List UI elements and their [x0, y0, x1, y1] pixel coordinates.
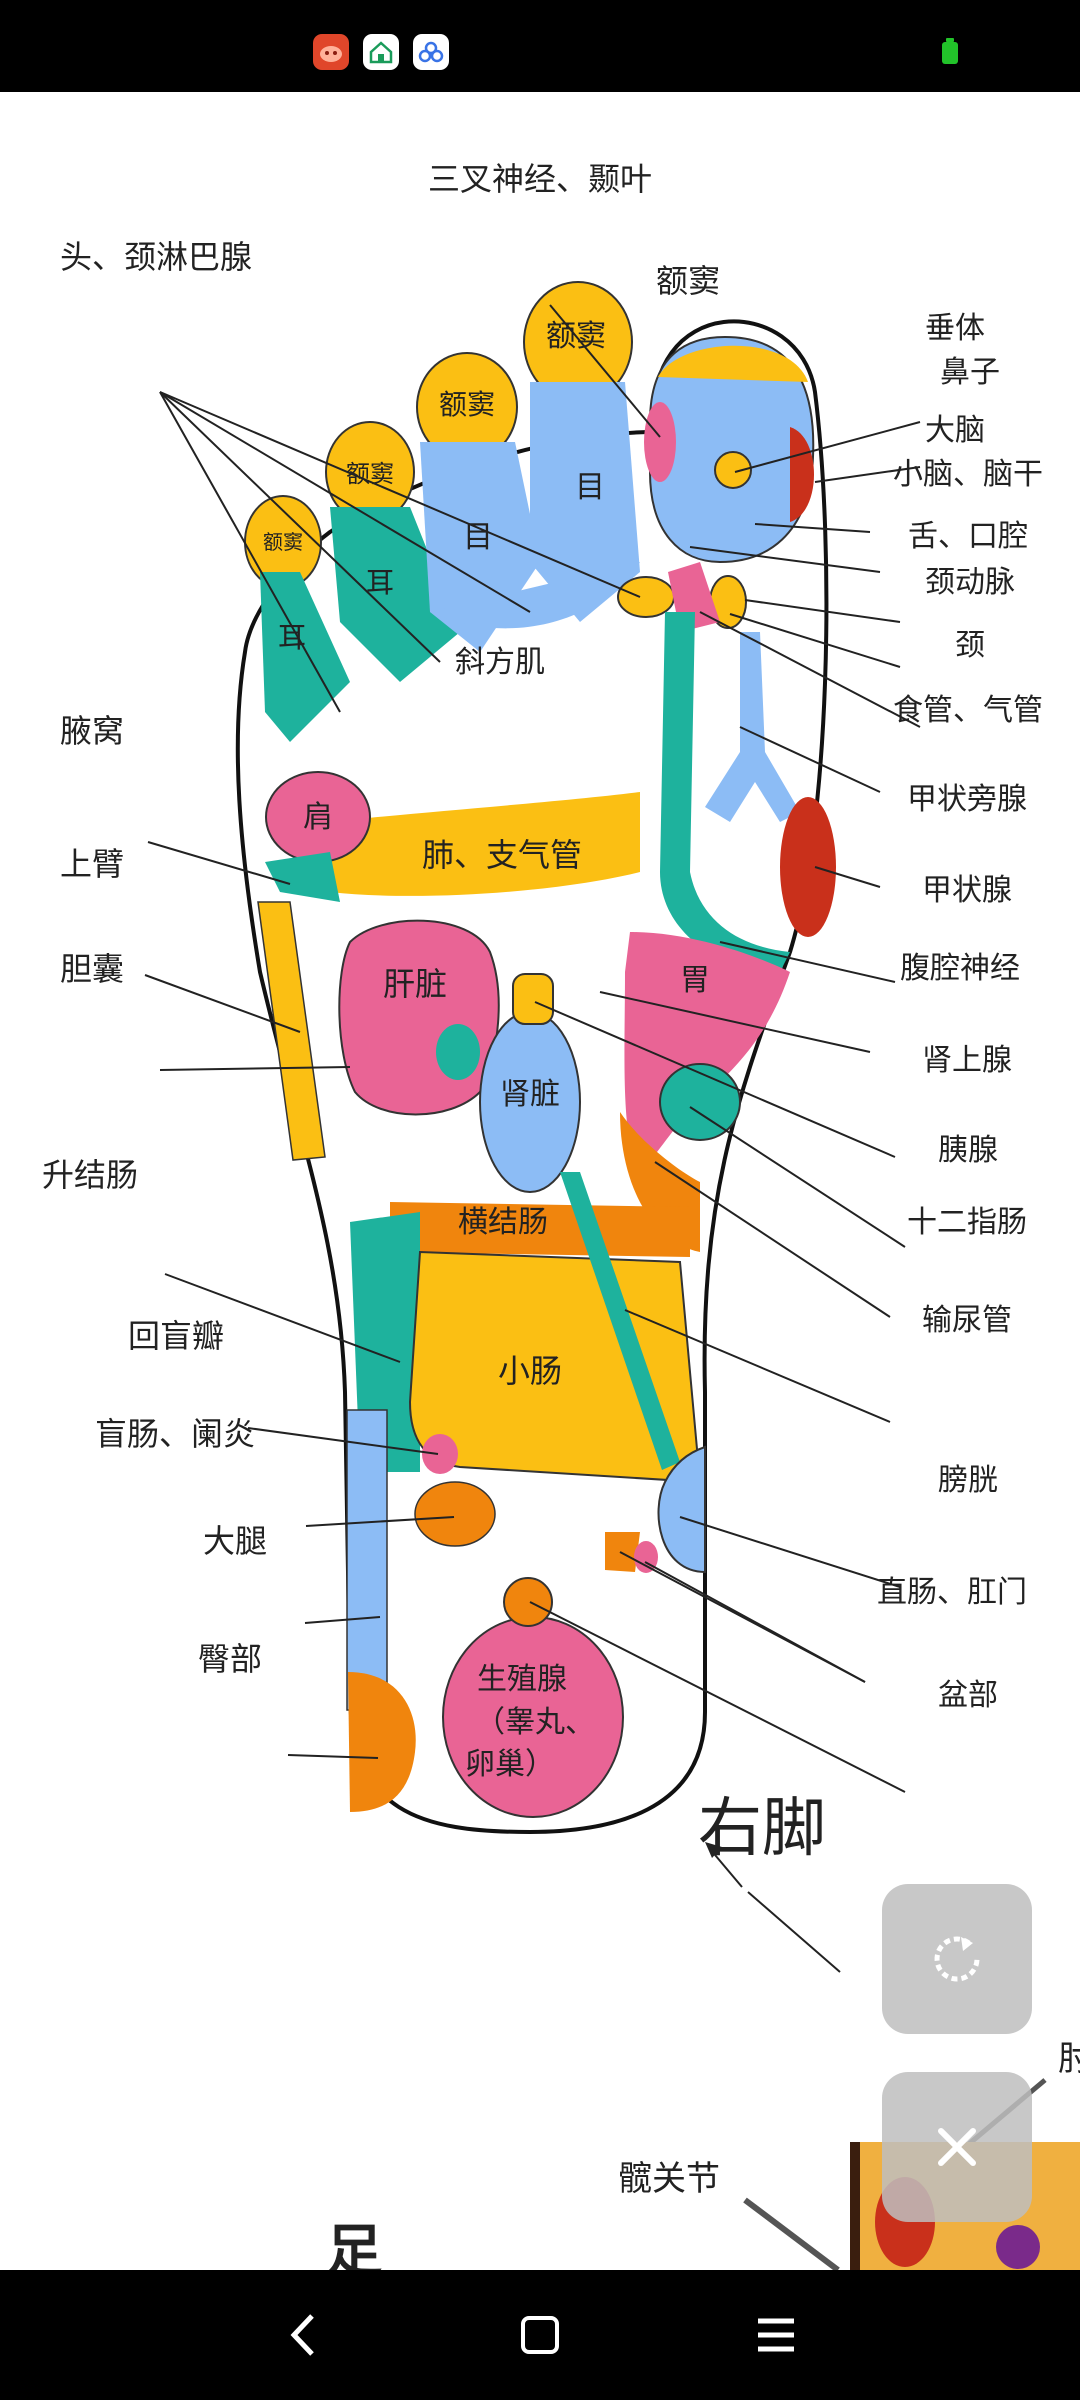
lung-zone — [330, 792, 640, 896]
battery-icon — [942, 38, 958, 64]
back-button[interactable] — [234, 2270, 374, 2400]
label-trapezius: 斜方肌 — [455, 645, 545, 680]
label-pelvis: 盆部 — [938, 1678, 998, 1713]
label-trigeminal: 三叉神经、颞叶 — [428, 160, 652, 198]
label-ascending-colon: 升结肠 — [42, 1156, 138, 1194]
label-gallbladder: 胆囊 — [60, 950, 124, 988]
temporal-zone — [644, 402, 676, 482]
label-buttock: 臀部 — [198, 1640, 262, 1678]
upper-arm-zone — [257, 901, 326, 1161]
label-duodenum: 十二指肠 — [907, 1205, 1027, 1240]
lymph-zone — [617, 576, 675, 618]
back-icon — [290, 2314, 314, 2356]
label-armpit: 腋窝 — [60, 712, 124, 750]
label-sinus-5: 额窦 — [263, 530, 303, 554]
label-upper-arm: 上臂 — [60, 845, 124, 883]
label-head-neck-lymph: 头、颈淋巴腺 — [60, 238, 252, 276]
label-parathyroid: 甲状旁腺 — [907, 782, 1027, 817]
gonad-top — [503, 1577, 553, 1627]
next-title-partial: 足 — [326, 2219, 382, 2270]
label-cerebrum: 大脑 — [925, 413, 985, 448]
menu-icon — [758, 2318, 794, 2352]
pituitary-zone — [714, 451, 752, 489]
home-button[interactable] — [470, 2270, 610, 2400]
label-sinus-2: 额窦 — [546, 319, 606, 354]
pointer-lines — [144, 304, 921, 1973]
label-gonad-2: （睾丸、 — [475, 1705, 595, 1740]
home-app-icon — [363, 34, 399, 70]
label-cerebellum: 小脑、脑干 — [893, 457, 1043, 492]
ureter-zone — [560, 1172, 680, 1470]
label-pituitary: 垂体 — [925, 311, 985, 346]
label-cecum: 盲肠、阑炎 — [95, 1415, 255, 1453]
rectum-zone — [605, 1532, 640, 1572]
label-tongue: 舌、口腔 — [908, 519, 1028, 554]
label-shoulder: 肩 — [303, 800, 333, 835]
image-viewer[interactable]: 额窦 额窦 额窦 额窦 额窦 目 目 耳 耳 斜方肌 肩 肺、支气管 肝脏 肾脏… — [0, 92, 1080, 2270]
label-ear-1: 耳 — [366, 566, 394, 599]
armpit-zone — [265, 852, 340, 902]
foot-reflexology-chart: 额窦 额窦 额窦 额窦 额窦 目 目 耳 耳 斜方肌 肩 肺、支气管 肝脏 肾脏… — [42, 160, 1080, 2270]
cecum-zone — [414, 1481, 496, 1547]
label-esophagus: 食管、气管 — [893, 693, 1043, 728]
label-kidney: 肾脏 — [500, 1077, 560, 1112]
label-stomach: 胃 — [680, 963, 710, 998]
label-celiac: 腹腔神经 — [900, 951, 1020, 986]
label-ureter: 输尿管 — [922, 1303, 1012, 1338]
label-gonad-3: 卵巢） — [465, 1747, 555, 1782]
ascending-colon-zone — [350, 1212, 420, 1472]
cloud-app-icon — [413, 34, 449, 70]
status-bar — [0, 0, 1080, 92]
label-sinus-1: 额窦 — [656, 262, 720, 300]
transverse-colon-zone — [390, 1202, 690, 1257]
label-liver: 肝脏 — [383, 965, 447, 1003]
label-rectum: 直肠、肛门 — [877, 1575, 1027, 1610]
ileocecal-zone — [422, 1434, 458, 1474]
nose-zone — [790, 427, 814, 522]
label-lung: 肺、支气管 — [422, 836, 582, 874]
label-nose: 鼻子 — [940, 355, 1000, 390]
thigh-zone — [346, 1409, 388, 1711]
adrenal-zone — [512, 973, 554, 1025]
label-eye-2: 目 — [463, 520, 493, 555]
close-button[interactable] — [882, 2072, 1032, 2222]
esophagus-zone — [705, 632, 800, 822]
label-pancreas: 胰腺 — [938, 1133, 998, 1168]
next-label-right-partial: 肘 — [1058, 2039, 1080, 2079]
next-label-hip: 髋关节 — [618, 2159, 720, 2199]
label-thigh: 大腿 — [203, 1522, 267, 1560]
rotate-icon — [934, 1936, 980, 1982]
navigation-bar — [0, 2270, 1080, 2400]
big-toe-sinus — [658, 345, 808, 382]
chart-title: 右脚 — [698, 1792, 826, 1866]
rotate-button[interactable] — [882, 1884, 1032, 2034]
thyroid-zone — [660, 612, 790, 972]
toe-5-ear — [260, 572, 350, 742]
arrow-head — [705, 1842, 722, 1858]
label-sinus-3: 额窦 — [439, 388, 495, 421]
label-neck: 颈 — [955, 628, 985, 663]
label-carotid: 颈动脉 — [925, 565, 1015, 600]
label-sinus-4: 额窦 — [346, 460, 394, 488]
pancreas-zone — [659, 1063, 741, 1141]
label-thyroid: 甲状腺 — [922, 873, 1012, 908]
close-icon — [938, 2128, 976, 2166]
home-icon — [521, 2316, 559, 2354]
gallbladder-zone — [436, 1024, 480, 1080]
liver-zone — [338, 919, 500, 1116]
red-app-icon — [313, 34, 349, 70]
label-bladder: 膀胱 — [938, 1463, 998, 1498]
label-small-intestine: 小肠 — [498, 1352, 562, 1390]
parathyroid-zone — [780, 797, 836, 937]
label-ear-2: 耳 — [278, 621, 306, 654]
menu-button[interactable] — [706, 2270, 846, 2400]
bladder-zone — [657, 1445, 706, 1574]
label-adrenal: 肾上腺 — [922, 1043, 1012, 1078]
label-gonad-1: 生殖腺 — [477, 1662, 567, 1697]
label-transverse-colon: 横结肠 — [458, 1205, 548, 1240]
label-ileocecal: 回盲瓣 — [128, 1317, 224, 1355]
label-eye-1: 目 — [575, 470, 605, 505]
buttock-zone — [348, 1672, 416, 1812]
